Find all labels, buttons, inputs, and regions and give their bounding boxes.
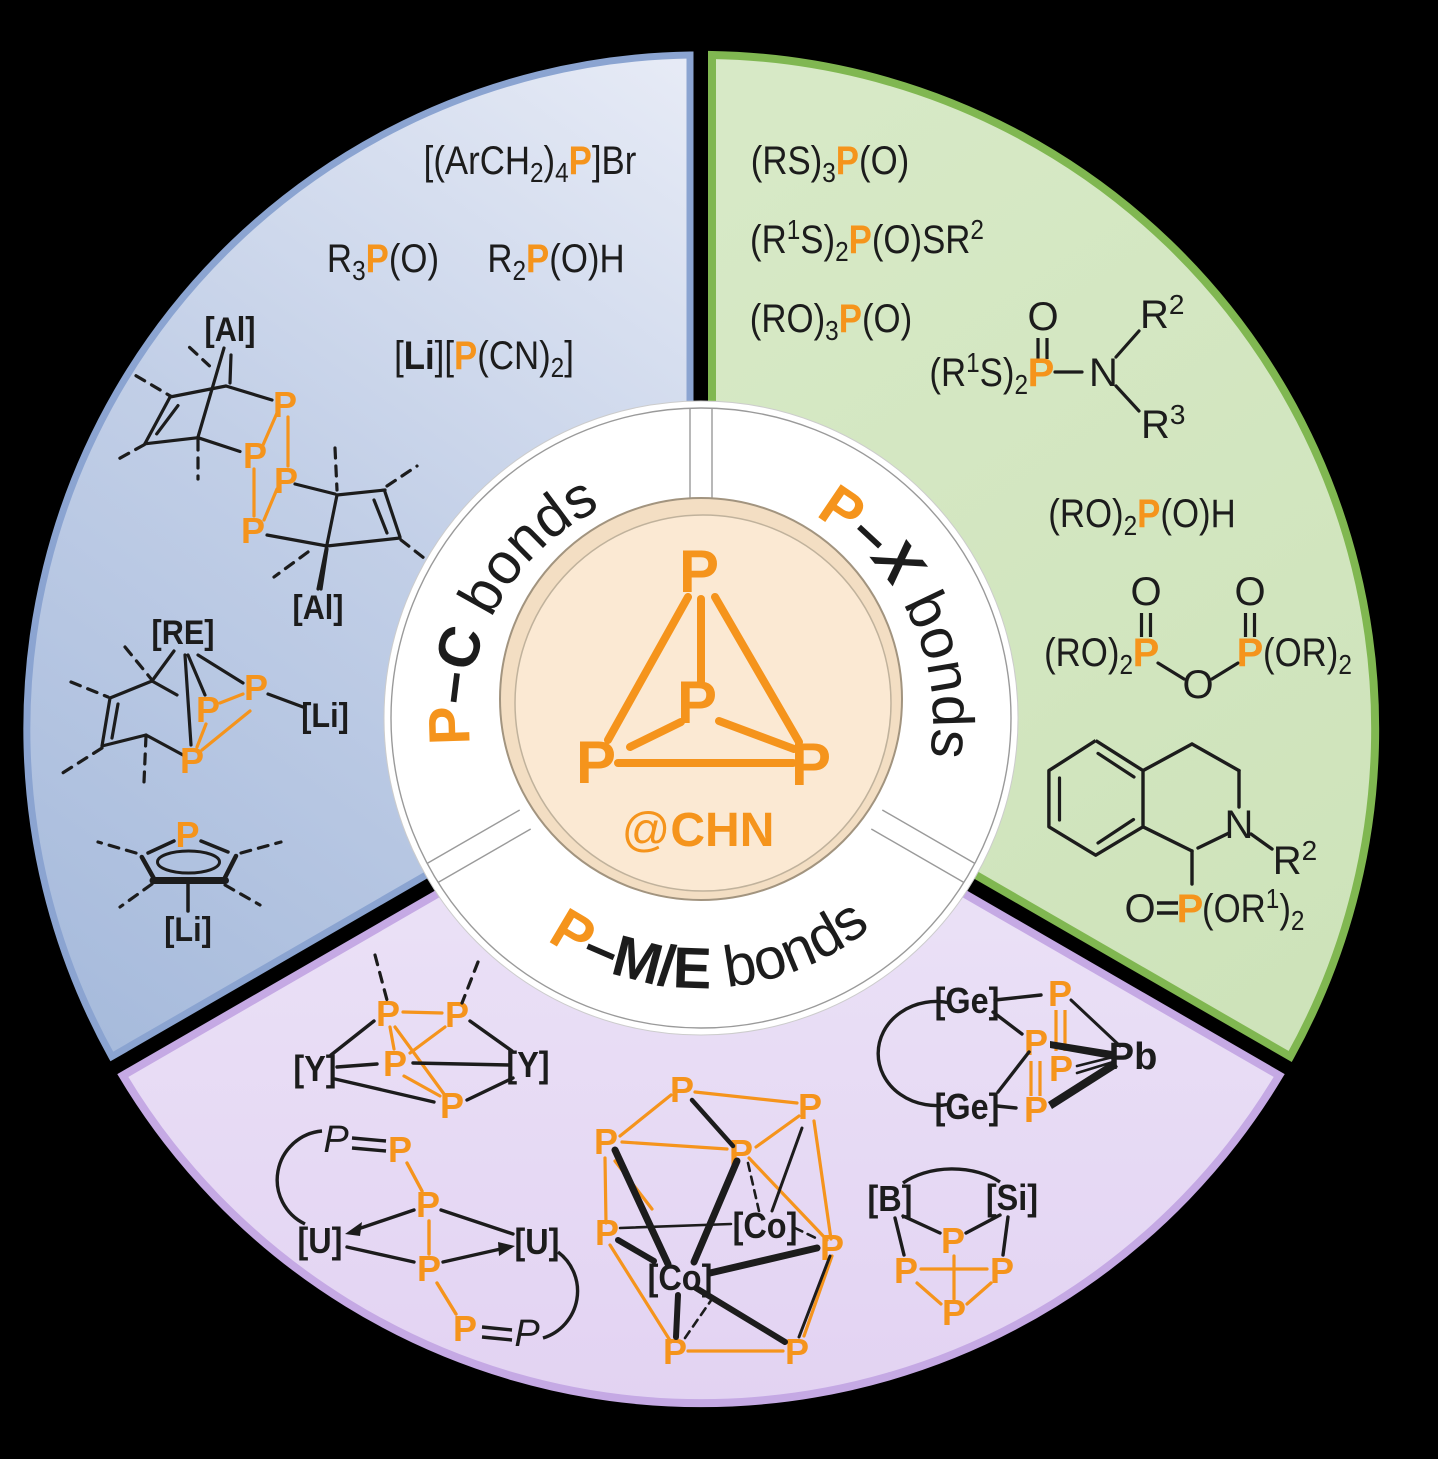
svg-text:R3​P(O): R3​P(O) [327,236,439,287]
svg-text:P: P [1177,887,1204,931]
svg-text:P: P [323,1119,349,1161]
svg-text:P: P [1024,1022,1048,1063]
svg-text:[Si]: [Si] [986,1178,1038,1218]
svg-text:P: P [1133,631,1160,675]
svg-text:@CHN: @CHN [622,804,775,857]
svg-text:P: P [180,740,204,781]
svg-text:[U]: [U] [298,1221,343,1261]
svg-text:O: O [1124,887,1155,931]
svg-text:P: P [1049,1048,1073,1089]
svg-text:(RO)2​: (RO)2​ [1044,630,1133,681]
svg-text:(RS)3​P(O): (RS)3​P(O) [751,138,910,189]
svg-text:P: P [514,1313,540,1355]
svg-text:[Co]: [Co] [733,1206,798,1246]
svg-text:P: P [679,538,719,605]
svg-text:P: P [274,460,298,501]
svg-text:O: O [1130,570,1161,614]
svg-text:P: P [273,384,297,425]
svg-text:P: P [416,1184,440,1225]
svg-text:N: N [1225,803,1254,847]
svg-text:[Li][P(CN)2​]: [Li][P(CN)2​] [394,333,574,384]
svg-text:P: P [1028,351,1055,395]
svg-text:[Al]: [Al] [293,589,344,627]
svg-text:P: P [453,1308,477,1349]
svg-text:[B]: [B] [868,1179,913,1219]
svg-text:P: P [244,667,268,708]
svg-text:O: O [1027,295,1058,339]
svg-text:P: P [941,1220,965,1261]
svg-text:P: P [798,1086,822,1127]
svg-text:(R1​S)2​: (R1​S)2​ [929,346,1028,400]
svg-text:O: O [1234,570,1265,614]
svg-text:P: P [445,994,469,1035]
svg-text:(RO)2​P(O)H: (RO)2​P(O)H [1048,491,1236,542]
svg-text:(OR)2​: (OR)2​ [1263,630,1352,681]
svg-text:P: P [175,814,199,855]
svg-text:[Li]: [Li] [164,911,212,949]
svg-text:(RO)3​P(O): (RO)3​P(O) [750,296,912,347]
svg-text:P: P [820,1227,844,1268]
svg-text:[Al]: [Al] [205,311,256,349]
svg-text:P: P [576,729,616,796]
svg-text:(R1​S)2​P(O)SR2​: (R1​S)2​P(O)SR2​ [750,213,984,267]
svg-text:P: P [785,1331,809,1372]
svg-text:P: P [670,1069,694,1110]
svg-text:P: P [677,669,717,736]
svg-text:R2​P(O)H: R2​P(O)H [487,236,624,287]
svg-text:[U]: [U] [515,1222,560,1262]
svg-text:P: P [196,689,220,730]
svg-text:P: P [1024,1089,1048,1130]
svg-text:(OR1​)2​: (OR1​)2​ [1202,882,1304,936]
svg-text:[Li]: [Li] [301,697,349,735]
svg-text:R2​: R2​ [1140,289,1184,337]
svg-text:[RE]: [RE] [152,614,215,652]
svg-text:O: O [1182,663,1213,707]
svg-text:P: P [990,1250,1014,1291]
svg-text:[Ge]: [Ge] [935,1087,1000,1127]
svg-text:P: P [791,731,831,798]
svg-text:R2​: R2​ [1273,835,1317,883]
svg-text:R3​: R3​ [1141,399,1185,447]
svg-text:N: N [1089,351,1118,395]
svg-text:[(ArCH2​)4​P]Br: [(ArCH2​)4​P]Br [424,138,637,189]
svg-text:P: P [1237,631,1264,675]
svg-text:P: P [1048,973,1072,1014]
svg-text:[Y]: [Y] [293,1049,336,1089]
svg-text:P: P [894,1250,918,1291]
